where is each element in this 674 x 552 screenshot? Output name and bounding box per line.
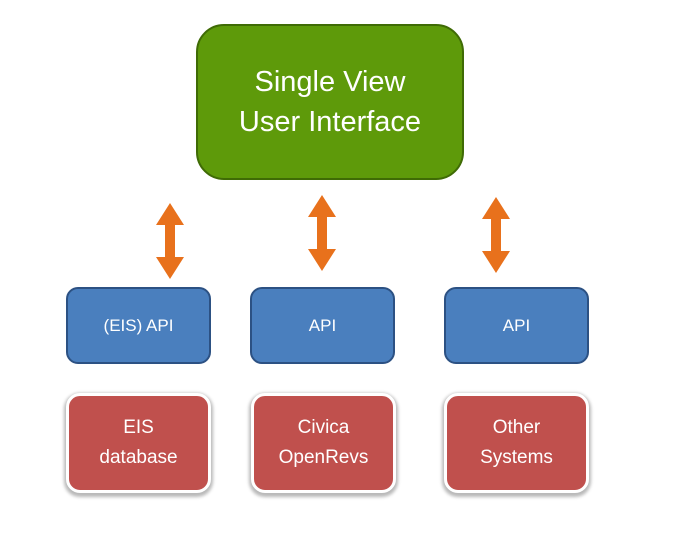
data-source-line-2: OpenRevs [278, 447, 369, 468]
double-arrow-icon-1 [156, 203, 184, 279]
api-box-civica: API [250, 287, 395, 364]
data-source-eis-database: EIS database [66, 393, 211, 493]
single-view-ui-box: Single View User Interface [196, 24, 464, 180]
api-box-label: (EIS) API [103, 315, 174, 335]
data-source-line-2: Systems [480, 447, 553, 468]
api-box-label: API [308, 315, 337, 335]
data-source-other-systems: Other Systems [444, 393, 589, 493]
top-box-line-1: Single View [254, 66, 406, 98]
api-box-label: API [502, 315, 531, 335]
data-source-civica-openrevs: Civica OpenRevs [251, 393, 396, 493]
top-box-line-2: User Interface [238, 106, 422, 138]
api-box-eis: (EIS) API [66, 287, 211, 364]
data-source-line-1: EIS [123, 417, 154, 438]
api-box-other: API [444, 287, 589, 364]
data-source-line-1: Other [492, 417, 541, 438]
double-arrow-icon-2 [308, 195, 336, 271]
data-source-line-2: database [99, 447, 178, 468]
data-source-line-1: Civica [297, 417, 350, 438]
double-arrow-icon-3 [482, 197, 510, 273]
